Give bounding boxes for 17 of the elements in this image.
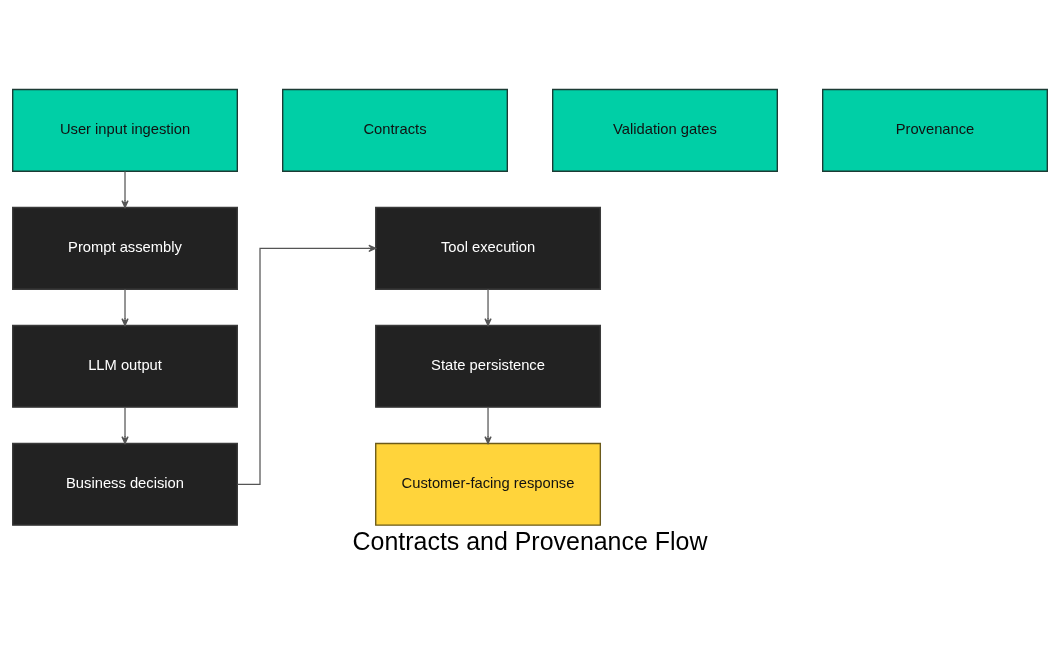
caption: Contracts and Provenance Flow [352,526,708,555]
node-box: Customer-facing response [375,442,601,526]
arrow [121,288,129,326]
node-box: Business decision [12,442,238,526]
arrow [484,406,492,444]
node-box: State persistence [375,324,601,408]
node-box: Provenance [822,88,1048,172]
node-box: Validation gates [552,88,778,172]
node-box: LLM output [12,324,238,408]
arrow [121,170,129,208]
node-box: Prompt assembly [12,206,238,290]
node-box: Contracts [282,88,508,172]
arrow [484,288,492,326]
node-box: Tool execution [375,206,601,290]
arrow [121,406,129,444]
arrow [236,244,377,485]
node-box: User input ingestion [12,88,238,172]
